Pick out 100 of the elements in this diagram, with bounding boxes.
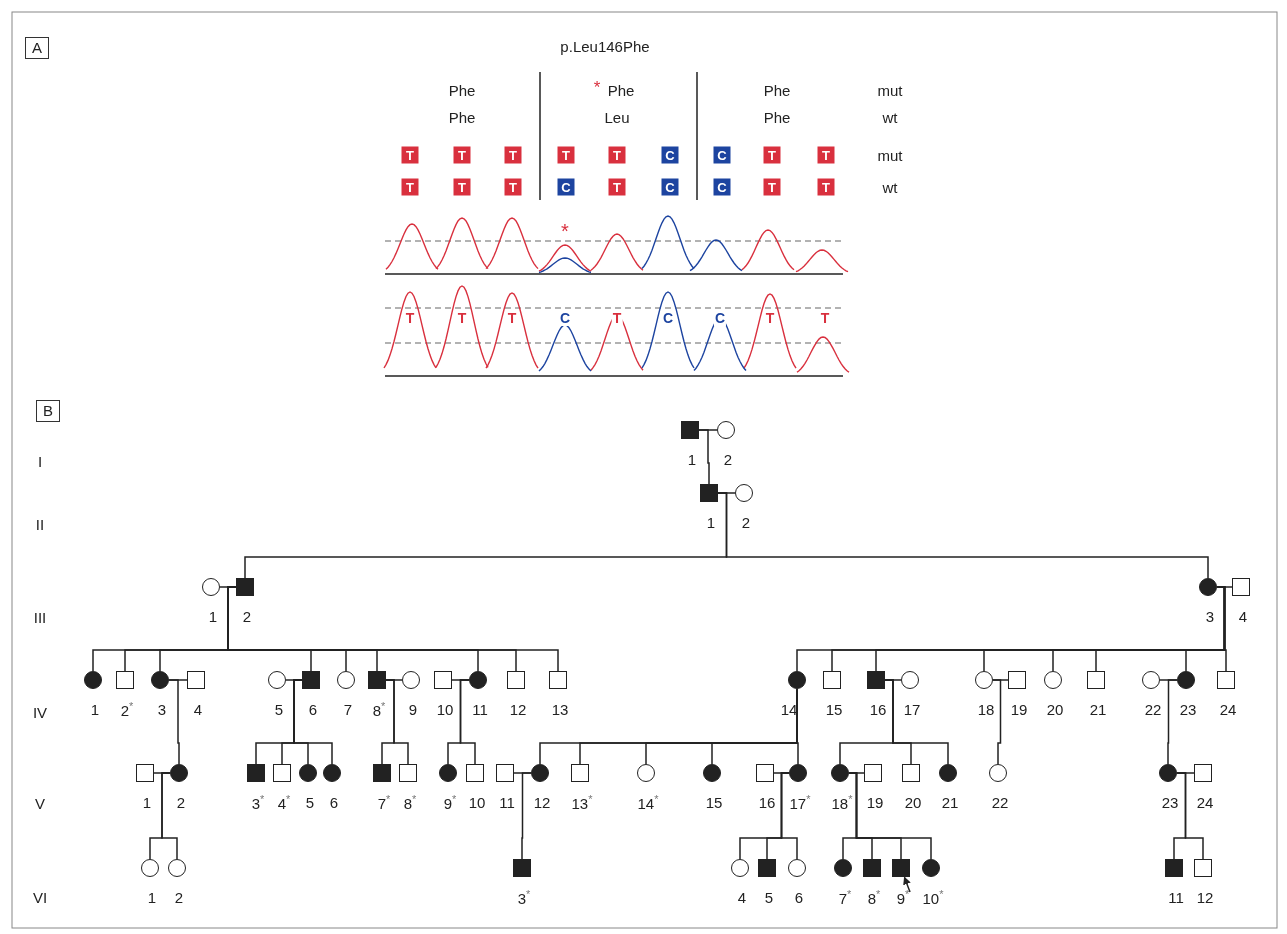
unaffected-female-symbol (1142, 671, 1160, 689)
affected-female-symbol (703, 764, 721, 782)
individual-number: 16 (869, 700, 887, 718)
panel-letter: B (36, 400, 60, 422)
base-box: T (453, 146, 471, 164)
individual-number: 9 (408, 700, 418, 718)
affected-male-symbol (373, 764, 391, 782)
asterisk-mark: * (561, 219, 569, 243)
descent-line (1176, 772, 1204, 860)
unaffected-male-symbol (902, 764, 920, 782)
base-call-letter: T (764, 310, 776, 326)
base-box: T (453, 178, 471, 196)
individual-number: 12 (533, 793, 551, 811)
base-box: C (713, 178, 731, 196)
unaffected-male-symbol (864, 764, 882, 782)
unaffected-male-symbol (571, 764, 589, 782)
unaffected-female-symbol (637, 764, 655, 782)
individual-number: 1 (208, 607, 218, 625)
unaffected-female-symbol (901, 671, 919, 689)
individual-number: 16 (758, 793, 776, 811)
individual-number: 20 (1046, 700, 1064, 718)
unaffected-female-symbol (717, 421, 735, 439)
individual-number: 6 (329, 793, 339, 811)
individual-number: 8$^{*}$ (867, 887, 881, 907)
unaffected-male-symbol (496, 764, 514, 782)
individual-number: 13$^{*}$ (571, 792, 593, 812)
base-call-letter: C (713, 310, 727, 326)
unaffected-female-symbol (989, 764, 1007, 782)
affected-female-symbol (323, 764, 341, 782)
individual-number: 5 (274, 700, 284, 718)
affected-female-symbol (299, 764, 317, 782)
individual-number: 3$^{*}$ (251, 792, 265, 812)
descent-line (698, 429, 710, 485)
unaffected-female-symbol (1044, 671, 1062, 689)
unaffected-male-symbol (1232, 578, 1250, 596)
individual-number: 6 (794, 888, 804, 906)
base-box: T (504, 146, 522, 164)
individual-number: 3 (157, 700, 167, 718)
individual-number: 14 (780, 700, 798, 718)
affected-female-symbol (834, 859, 852, 877)
individual-number: 12 (1196, 888, 1214, 906)
asterisk-mark: * (593, 78, 601, 98)
base-call-letter: T (506, 310, 518, 326)
base-call-letter: C (661, 310, 675, 326)
individual-number: 23 (1161, 793, 1179, 811)
base-box: T (608, 146, 626, 164)
descent-line (385, 679, 409, 765)
base-box: T (401, 146, 419, 164)
amino-acid-label: Phe (607, 81, 635, 99)
individual-number: 1 (90, 700, 100, 718)
row-label: wt (882, 178, 898, 196)
descent-line (1216, 586, 1227, 672)
base-box: T (401, 178, 419, 196)
unaffected-male-symbol (1087, 671, 1105, 689)
generation-numeral: III (33, 608, 47, 626)
affected-female-symbol (1177, 671, 1195, 689)
unaffected-male-symbol (507, 671, 525, 689)
unaffected-female-symbol (735, 484, 753, 502)
unaffected-male-symbol (823, 671, 841, 689)
base-box: T (817, 178, 835, 196)
variant-title: p.Leu146Phe (560, 37, 650, 55)
individual-number: 2 (242, 607, 252, 625)
individual-number: 17 (903, 700, 921, 718)
individual-number: 7 (343, 700, 353, 718)
individual-number: 2$^{*}$ (120, 699, 134, 719)
affected-female-symbol (1159, 764, 1177, 782)
individual-number: 7$^{*}$ (377, 792, 391, 812)
individual-number: 11 (1168, 888, 1184, 906)
individual-number: 1 (147, 888, 157, 906)
base-box: C (557, 178, 575, 196)
individual-number: 1 (687, 450, 697, 468)
individual-number: 20 (904, 793, 922, 811)
affected-male-symbol (700, 484, 718, 502)
affected-male-symbol (302, 671, 320, 689)
individual-number: 23 (1179, 700, 1197, 718)
individual-number: 2 (723, 450, 733, 468)
unaffected-male-symbol (1194, 764, 1212, 782)
individual-number: 17$^{*}$ (789, 792, 811, 812)
individual-number: 3$^{*}$ (517, 887, 531, 907)
individual-number: 4$^{*}$ (277, 792, 291, 812)
unaffected-male-symbol (1194, 859, 1212, 877)
individual-number: 19 (866, 793, 884, 811)
panel-letter: A (25, 37, 49, 59)
individual-number: 3 (1205, 607, 1215, 625)
affected-female-symbol (831, 764, 849, 782)
individual-number: 11 (499, 793, 515, 811)
proband-arrow (903, 876, 911, 893)
descent-line (717, 492, 1209, 579)
individual-number: 8$^{*}$ (372, 699, 386, 719)
affected-female-symbol (1199, 578, 1217, 596)
unaffected-female-symbol (337, 671, 355, 689)
descent-line (521, 772, 532, 860)
row-label: mut (877, 81, 903, 99)
individual-number: 22 (991, 793, 1009, 811)
individual-number: 9$^{*}$ (896, 887, 910, 907)
affected-female-symbol (84, 671, 102, 689)
individual-number: 21 (1089, 700, 1107, 718)
unaffected-female-symbol (268, 671, 286, 689)
individual-number: 4 (1238, 607, 1248, 625)
individual-number: 12 (509, 700, 527, 718)
